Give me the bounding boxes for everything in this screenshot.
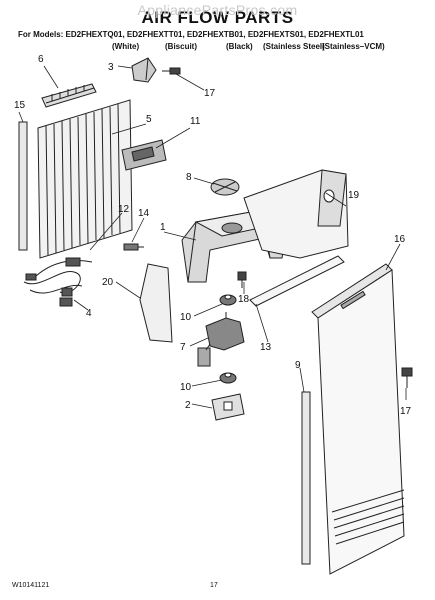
callout-10-upper: 10	[180, 312, 192, 323]
callout-13: 13	[260, 342, 272, 353]
part-14-tie	[123, 243, 139, 251]
callout-3: 3	[108, 62, 114, 73]
color-stainless-vcm: (Stainless–VCM)	[322, 42, 385, 51]
callout-10-lower: 10	[180, 382, 192, 393]
part-19-baffle	[243, 169, 349, 259]
callout-17-top: 17	[204, 88, 216, 99]
part-10-grommet-lower	[219, 372, 237, 384]
callout-9: 9	[295, 360, 301, 371]
color-white: (White)	[112, 42, 140, 51]
part-17-screw-top	[162, 67, 181, 75]
part-10-grommet-upper	[219, 294, 237, 306]
part-11-bracket	[121, 139, 167, 171]
callout-11: 11	[190, 116, 201, 127]
part-16-cover	[311, 263, 405, 575]
callout-20: 20	[102, 277, 114, 288]
callout-2: 2	[185, 400, 191, 411]
part-3-cover	[131, 57, 157, 83]
callout-5: 5	[146, 114, 152, 125]
part-13-panel	[249, 255, 345, 307]
callout-4: 4	[86, 308, 92, 319]
page-title: AIR FLOW PARTS	[141, 8, 294, 27]
color-biscuit: (Biscuit)	[165, 42, 197, 51]
page-number: 17	[210, 582, 218, 589]
part-5-ribbed-panel	[37, 99, 133, 259]
callout-19: 19	[348, 190, 360, 201]
callout-12: 12	[118, 204, 130, 215]
part-4-connector	[59, 297, 73, 307]
callout-15: 15	[14, 100, 26, 111]
part-20-shroud	[139, 263, 173, 343]
part-9-strip	[301, 391, 311, 565]
part-18-screw	[237, 271, 247, 288]
part-2-bracket	[211, 393, 245, 421]
part-17-screw-lower	[401, 367, 413, 388]
callout-1: 1	[160, 222, 166, 233]
part-12-harness	[23, 257, 93, 297]
part-15-strip	[18, 121, 28, 251]
color-stainless-steel: (Stainless Steel)	[263, 42, 325, 51]
part-6-rail	[41, 83, 97, 108]
document-number: W10141121	[12, 582, 50, 589]
callout-labels: 1 2 3 4 5 6 7 8 9 10 10 11 12 13 14 15 1…	[14, 54, 412, 417]
callout-8: 8	[186, 172, 192, 183]
models-line: For Models: ED2FHEXTQ01, ED2FHEXTT01, ED…	[18, 30, 364, 39]
color-black: (Black)	[226, 42, 253, 51]
callout-14: 14	[138, 208, 150, 219]
callout-7: 7	[180, 342, 186, 353]
part-7-motor	[197, 312, 245, 367]
callout-16: 16	[394, 234, 406, 245]
callout-18: 18	[238, 294, 250, 305]
part-8-fan	[210, 178, 240, 196]
callout-6: 6	[38, 54, 44, 65]
callout-17-lower: 17	[400, 406, 412, 417]
